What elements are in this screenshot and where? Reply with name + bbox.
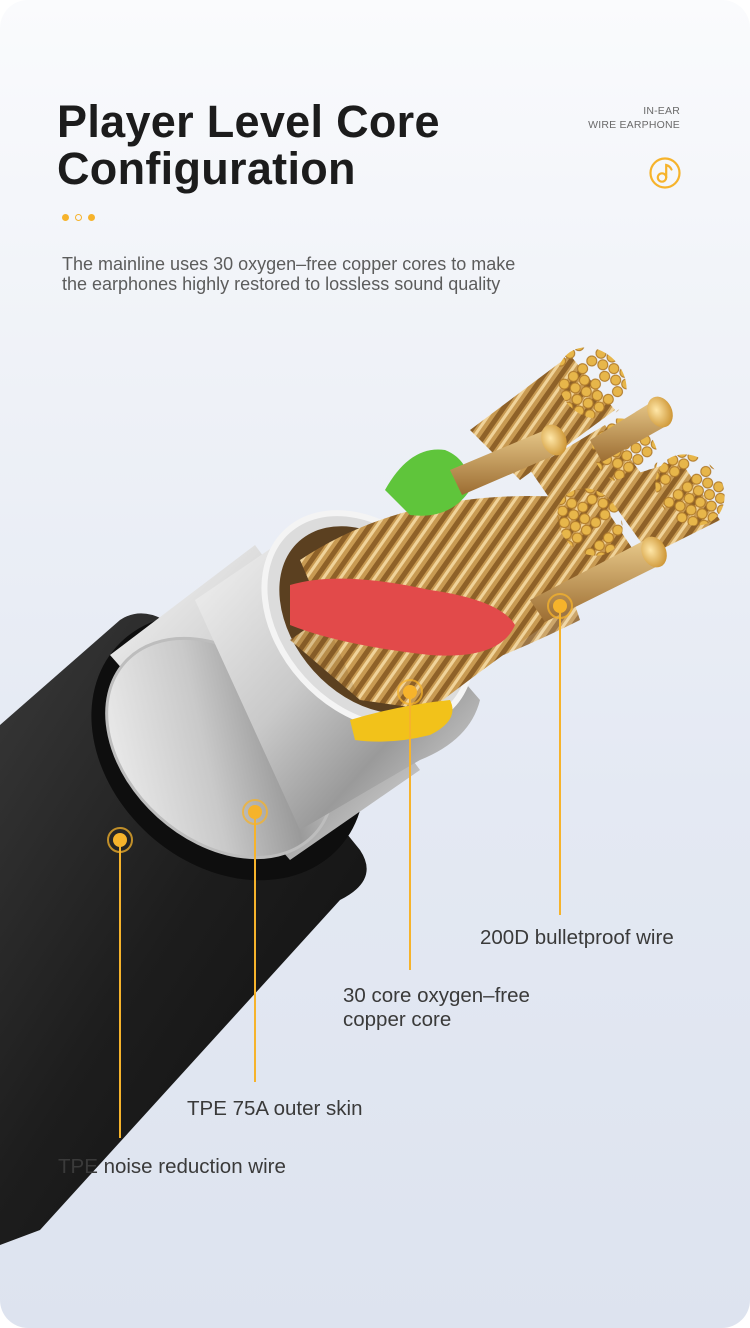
label-noise-wire: TPE noise reduction wire bbox=[58, 1155, 286, 1178]
yellow-core-wire bbox=[350, 700, 453, 742]
red-core-wire bbox=[290, 578, 515, 656]
label-bulletproof-wire: 200D bulletproof wire bbox=[480, 926, 674, 949]
title-line-1: Player Level Core bbox=[57, 96, 440, 147]
callout-bulletproof bbox=[547, 593, 573, 915]
green-core-wire bbox=[385, 449, 470, 516]
label-outer-skin: TPE 75A outer skin bbox=[187, 1097, 363, 1120]
callout-outer-skin bbox=[242, 799, 268, 1082]
dot-icon bbox=[88, 214, 95, 221]
page-title: Player Level Core Configuration bbox=[57, 98, 440, 192]
dot-icon bbox=[62, 214, 69, 221]
callout-copper-core bbox=[397, 679, 423, 970]
description-text: The mainline uses 30 oxygen–free copper … bbox=[62, 254, 516, 294]
strand-ends bbox=[450, 347, 725, 622]
title-line-2: Configuration bbox=[57, 143, 356, 194]
callout-noise-wire bbox=[107, 827, 133, 1138]
label-copper-core: 30 core oxygen–free copper core bbox=[343, 984, 530, 1032]
category-line-2: WIRE EARPHONE bbox=[588, 119, 680, 131]
product-category: IN-EAR WIRE EARPHONE bbox=[588, 104, 680, 132]
music-note-icon bbox=[649, 157, 681, 189]
label-copper-core-line-2: copper core bbox=[343, 1008, 452, 1031]
label-copper-core-line-1: 30 core oxygen–free bbox=[343, 984, 530, 1007]
category-line-1: IN-EAR bbox=[643, 105, 680, 117]
dot-hollow-icon bbox=[75, 214, 82, 221]
